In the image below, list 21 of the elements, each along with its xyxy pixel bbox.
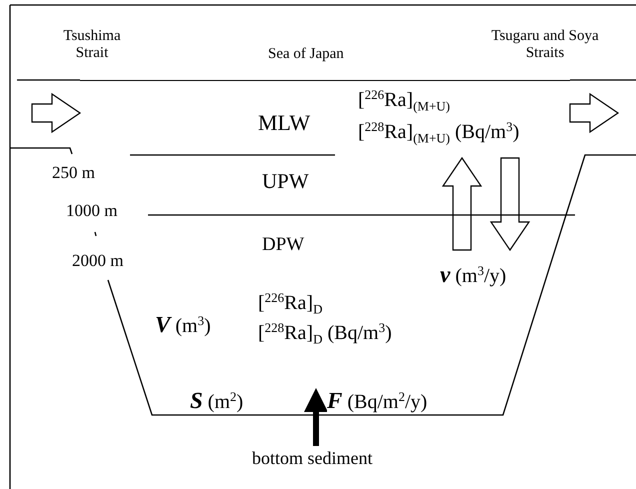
block-arrow (490, 157, 530, 252)
block-arrow (569, 92, 620, 134)
block-arrow (31, 92, 82, 134)
layer-name: UPW (262, 170, 309, 194)
flux-arrow (304, 388, 328, 446)
depth-label: 250 m (52, 164, 95, 183)
concentration-label: [$^{226}$Ra]$_{D}$ (258, 292, 322, 314)
strait-label: Tsugaru and Soya Straits (490, 28, 600, 61)
concentration-label: [$^{228}$Ra]$_{D}$ (Bq/m$^{3}$) (258, 322, 392, 344)
concentration-label: [$^{226}$Ra]$_{(M+U)}$ (358, 89, 450, 111)
sediment-label: bottom sediment (252, 449, 372, 469)
area-label: S (m$^{2}$) (190, 388, 244, 414)
strait-label: Tsushima Strait (62, 28, 122, 61)
sea-label: Sea of Japan (268, 46, 344, 62)
block-arrow (442, 156, 482, 251)
layer-name: MLW (258, 111, 310, 136)
depth-label: 1000 m (66, 202, 118, 221)
volume-label: V (m$^{3}$) (155, 312, 211, 338)
concentration-label: [$^{228}$Ra]$_{(M+U)}$ (Bq/m$^{3}$) (358, 121, 520, 143)
depth-label: 2000 m (72, 252, 124, 271)
layer-name: DPW (262, 235, 304, 256)
